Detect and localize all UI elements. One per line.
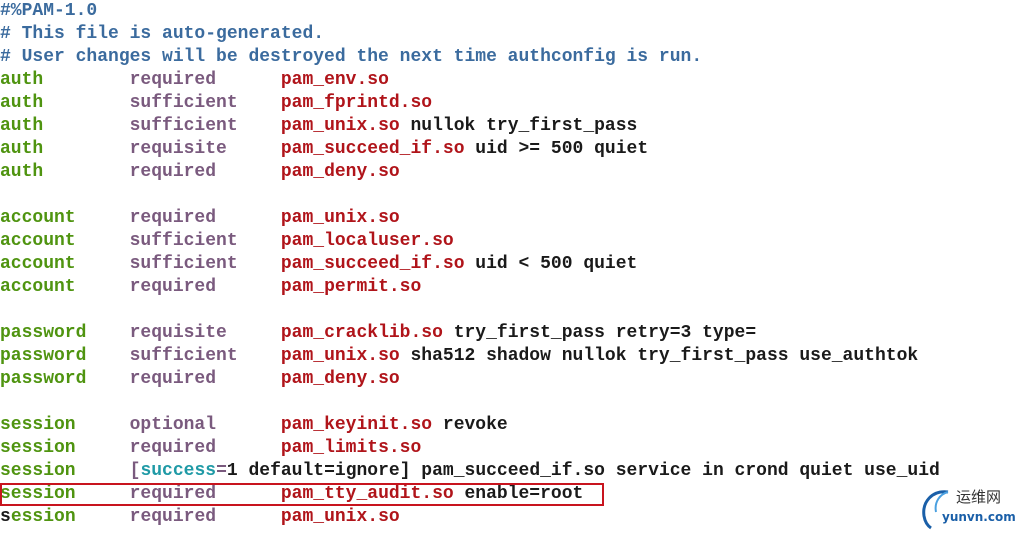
text-cursor: s: [0, 507, 11, 527]
watermark-logo: 运维网 yunvn.com: [918, 486, 1018, 530]
pam-control: required: [129, 70, 281, 90]
module-args: enable=root: [453, 484, 584, 504]
module-args: sha512 shadow nullok try_first_pass use_…: [399, 346, 919, 366]
config-line: account required pam_unix.so: [0, 207, 940, 230]
config-line: password requisite pam_cracklib.so try_f…: [0, 322, 940, 345]
pam-module: pam_deny.so: [280, 369, 400, 389]
comment-text: # This file is auto-generated.: [0, 24, 325, 44]
pam-control: sufficient: [129, 254, 281, 274]
module-args: uid < 500 quiet: [464, 254, 638, 274]
config-line: # This file is auto-generated.: [0, 23, 940, 46]
config-line: session required pam_limits.so: [0, 437, 940, 460]
pam-type: account: [0, 208, 130, 228]
pam-module: pam_cracklib.so: [280, 323, 443, 343]
config-line: #%PAM-1.0: [0, 0, 940, 23]
pam-module: pam_tty_audit.so: [280, 484, 454, 504]
pam-module: pam_permit.so: [280, 277, 422, 297]
config-line: # User changes will be destroyed the nex…: [0, 46, 940, 69]
config-line: auth sufficient pam_unix.so nullok try_f…: [0, 115, 940, 138]
pam-control: sufficient: [129, 231, 281, 251]
pam-type: auth: [0, 139, 130, 159]
pam-type: session: [0, 461, 130, 481]
pam-type: password: [0, 323, 130, 343]
pam-control: sufficient: [129, 116, 281, 136]
pam-module: pam_unix.so: [280, 208, 400, 228]
pam-module: pam_env.so: [280, 70, 389, 90]
config-line: [0, 391, 940, 414]
pam-type: ession: [10, 507, 130, 527]
pam-control: required: [129, 369, 281, 389]
highlight-box: [0, 483, 604, 506]
pam-module: pam_succeed_if.so: [280, 254, 465, 274]
pam-module: pam_localuser.so: [280, 231, 454, 251]
pam-type: auth: [0, 162, 130, 182]
pam-control: sufficient: [129, 93, 281, 113]
pam-module: pam_keyinit.so: [280, 415, 433, 435]
config-line: [0, 184, 940, 207]
pam-control: sufficient: [129, 346, 281, 366]
comment-text: #%PAM-1.0: [0, 1, 98, 21]
pam-type: session: [0, 484, 130, 504]
module-args: uid >= 500 quiet: [464, 139, 649, 159]
config-line: session [success=1 default=ignore] pam_s…: [0, 460, 940, 483]
pam-control: optional: [129, 415, 281, 435]
config-line: session optional pam_keyinit.so revoke: [0, 414, 940, 437]
pam-type: auth: [0, 70, 130, 90]
logo-text-en: yunvn.com: [942, 510, 1016, 524]
pam-module: pam_succeed_if.so: [280, 139, 465, 159]
pam-type: session: [0, 415, 130, 435]
pam-module: pam_limits.so: [280, 438, 422, 458]
pam-module: pam_unix.so: [280, 116, 400, 136]
control-key: success: [140, 461, 217, 481]
config-line: auth requisite pam_succeed_if.so uid >= …: [0, 138, 940, 161]
pam-type: auth: [0, 93, 130, 113]
pam-control: [: [129, 461, 141, 481]
pam-control: required: [129, 277, 281, 297]
pam-control: required: [129, 507, 281, 527]
pam-module: pam_deny.so: [280, 162, 400, 182]
pam-type: password: [0, 346, 130, 366]
pam-type: session: [0, 438, 130, 458]
pam-type: account: [0, 231, 130, 251]
config-line: password sufficient pam_unix.so sha512 s…: [0, 345, 940, 368]
pam-control: required: [129, 484, 281, 504]
logo-text-cn: 运维网: [956, 488, 1002, 506]
pam-type: auth: [0, 116, 130, 136]
pam-control: requisite: [129, 139, 281, 159]
comment-text: # User changes will be destroyed the nex…: [0, 47, 703, 67]
pam-module: pam_unix.so: [280, 346, 400, 366]
config-line: password required pam_deny.so: [0, 368, 940, 391]
pam-control: required: [129, 208, 281, 228]
config-line: session required pam_unix.so: [0, 506, 940, 529]
pam-control: required: [129, 438, 281, 458]
config-line: session required pam_tty_audit.so enable…: [0, 483, 940, 506]
pam-control: required: [129, 162, 281, 182]
pam-type: account: [0, 277, 130, 297]
module-args: revoke: [432, 415, 508, 435]
pam-module: pam_fprintd.so: [280, 93, 433, 113]
config-line: [0, 299, 940, 322]
pam-type: account: [0, 254, 130, 274]
pam-type: password: [0, 369, 130, 389]
pam-control: requisite: [129, 323, 281, 343]
config-line: auth required pam_deny.so: [0, 161, 940, 184]
pam-module: pam_unix.so: [280, 507, 400, 527]
logo-arc-icon: [922, 490, 949, 530]
module-args: nullok try_first_pass: [399, 116, 638, 136]
config-line: account sufficient pam_localuser.so: [0, 230, 940, 253]
config-line: account sufficient pam_succeed_if.so uid…: [0, 253, 940, 276]
config-line: account required pam_permit.so: [0, 276, 940, 299]
module-args: 1 default=ignore] pam_succeed_if.so serv…: [226, 461, 940, 481]
text-editor[interactable]: #%PAM-1.0 # This file is auto-generated. #…: [0, 0, 940, 529]
config-line: auth sufficient pam_fprintd.so: [0, 92, 940, 115]
pam-control: =: [216, 461, 227, 481]
config-line: auth required pam_env.so: [0, 69, 940, 92]
module-args: try_first_pass retry=3 type=: [442, 323, 757, 343]
